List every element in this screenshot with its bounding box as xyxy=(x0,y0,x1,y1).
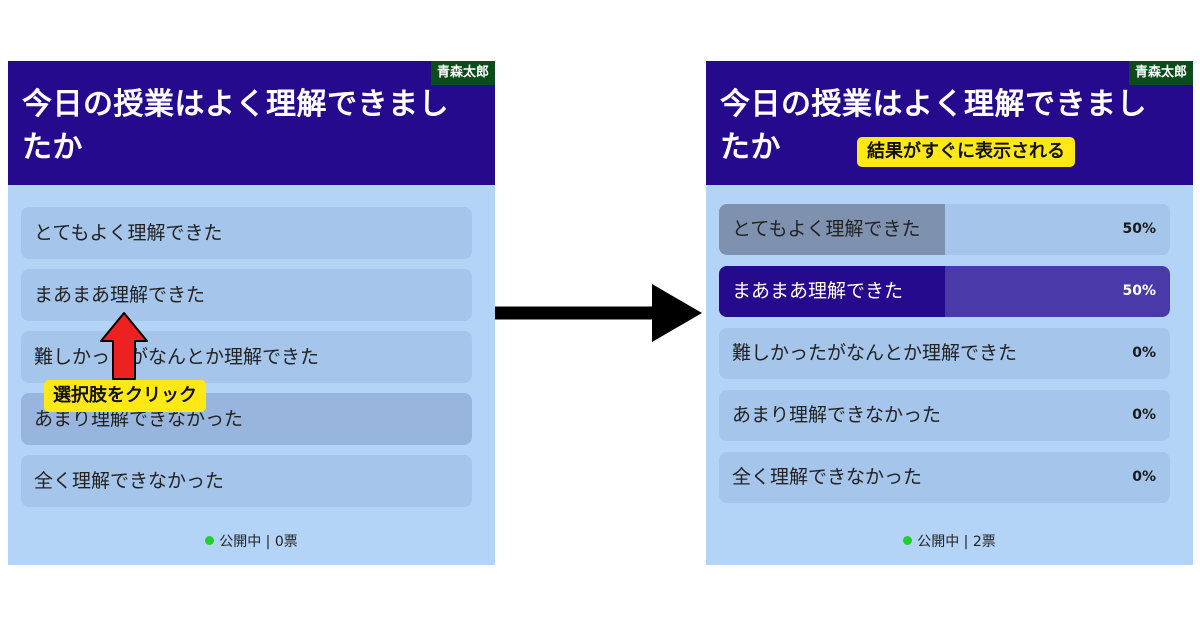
poll-results: とてもよく理解できた 50% まあまあ理解できた 50% 難しかったがなんとか理… xyxy=(719,204,1170,514)
poll-option[interactable]: まあまあ理解できた xyxy=(21,269,472,321)
option-label: 全く理解できなかった xyxy=(732,466,923,488)
result-percent: 0% xyxy=(1132,345,1156,361)
poll-status: 公開中 | 0票 xyxy=(8,531,495,551)
status-dot-icon xyxy=(205,536,215,545)
poll-title: 今日の授業はよく理解できましたか xyxy=(22,87,449,165)
poll-status: 公開中 | 2票 xyxy=(706,531,1193,551)
poll-options: とてもよく理解できた まあまあ理解できた 難しかったがなんとか理解できた あまり… xyxy=(21,207,472,517)
result-option-selected: まあまあ理解できた 50% xyxy=(719,266,1170,317)
result-option: あまり理解できなかった 0% xyxy=(719,390,1170,441)
result-callout: 結果がすぐに表示される xyxy=(857,137,1075,167)
poll-option[interactable]: 難しかったがなんとか理解できた xyxy=(21,331,472,383)
option-label: あまり理解できなかった xyxy=(732,404,942,426)
poll-panel-before: 今日の授業はよく理解できましたか 青森太郎 とてもよく理解できた まあまあ理解で… xyxy=(8,61,495,565)
option-label: とてもよく理解できた xyxy=(34,222,223,244)
option-label: とてもよく理解できた xyxy=(732,218,921,240)
author-badge: 青森太郎 xyxy=(1128,61,1193,85)
poll-option[interactable]: とてもよく理解できた xyxy=(21,207,472,259)
option-label: 難しかったがなんとか理解できた xyxy=(34,346,320,368)
author-badge: 青森太郎 xyxy=(430,61,495,85)
poll-header: 今日の授業はよく理解できましたか 青森太郎 xyxy=(8,61,495,185)
option-label: まあまあ理解できた xyxy=(34,284,206,306)
click-callout: 選択肢をクリック xyxy=(44,380,206,412)
result-option: 難しかったがなんとか理解できた 0% xyxy=(719,328,1170,379)
result-percent: 50% xyxy=(1122,283,1156,299)
result-bar xyxy=(719,266,945,317)
status-text: 公開中 | 2票 xyxy=(917,534,996,550)
option-label: 難しかったがなんとか理解できた xyxy=(732,342,1018,364)
option-label: まあまあ理解できた xyxy=(732,280,904,302)
result-bar xyxy=(719,204,945,255)
result-option: とてもよく理解できた 50% xyxy=(719,204,1170,255)
status-dot-icon xyxy=(903,536,913,545)
result-option: 全く理解できなかった 0% xyxy=(719,452,1170,503)
option-label: あまり理解できなかった xyxy=(34,408,244,430)
status-text: 公開中 | 0票 xyxy=(219,534,298,550)
up-arrow-icon xyxy=(100,312,148,380)
right-arrow-icon xyxy=(495,284,702,342)
poll-title: 今日の授業はよく理解できましたか xyxy=(720,87,1147,165)
result-percent: 0% xyxy=(1132,469,1156,485)
result-percent: 50% xyxy=(1122,221,1156,237)
option-label: 全く理解できなかった xyxy=(34,470,225,492)
poll-option[interactable]: 全く理解できなかった xyxy=(21,455,472,507)
result-percent: 0% xyxy=(1132,407,1156,423)
